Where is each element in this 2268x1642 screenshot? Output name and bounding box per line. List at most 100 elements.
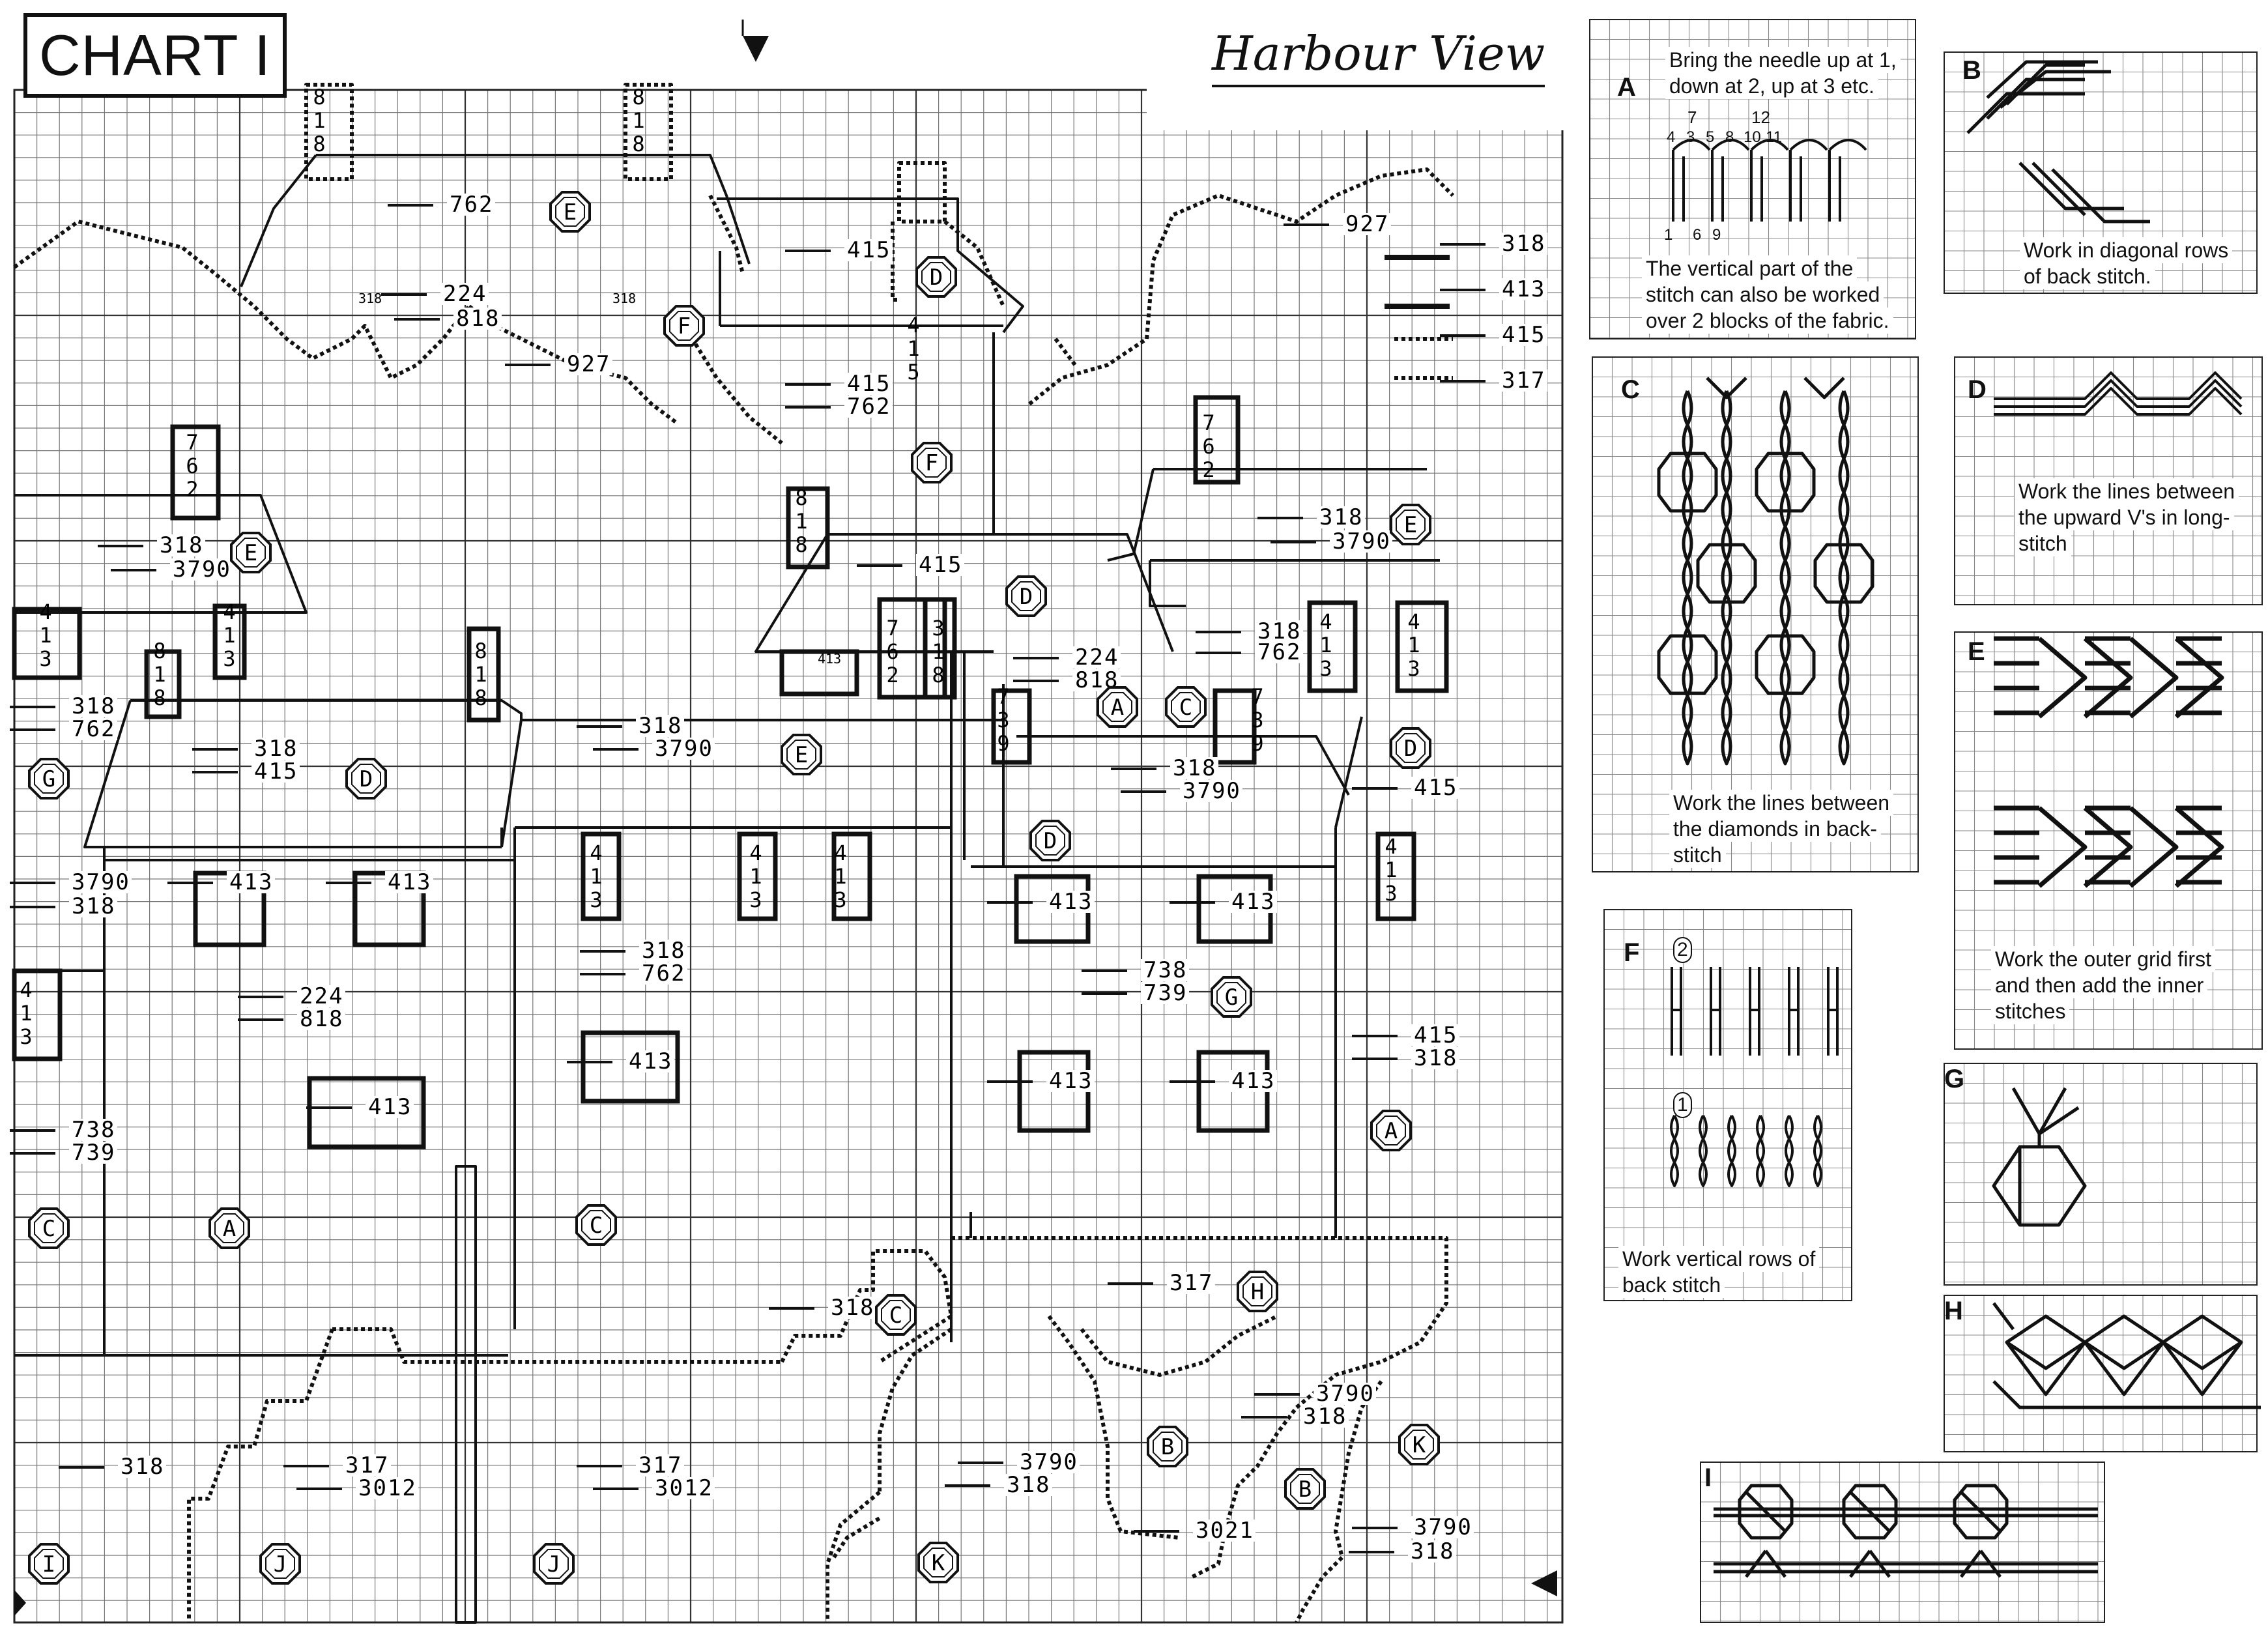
guide-b-note-2: of back stitch.	[2020, 263, 2155, 289]
vertical-colour-code-digit: 4	[1407, 609, 1420, 634]
stitch-marker-letter: E	[564, 199, 577, 225]
vertical-colour-code-digit: 4	[749, 841, 762, 865]
vertical-colour-code-digit: 3	[1319, 656, 1332, 681]
colour-code-text: 224	[443, 281, 487, 307]
stitch-guide-panel	[1944, 1063, 2258, 1286]
window-outline	[923, 597, 957, 700]
colour-code-text: 318	[1319, 504, 1363, 530]
vertical-colour-code-digit: 7	[997, 684, 1009, 709]
colour-code: 413	[227, 869, 275, 895]
window-outline	[1307, 600, 1358, 693]
colour-code: 317	[636, 1452, 684, 1478]
stitch-marker-letter: C	[590, 1213, 603, 1239]
colour-code: 318	[639, 938, 687, 964]
colour-code: 413	[626, 1048, 674, 1074]
stitch-marker: J	[259, 1543, 301, 1585]
colour-code: 318	[69, 893, 117, 919]
colour-code-text: 738	[1143, 957, 1187, 983]
colour-code-text: 3790	[655, 736, 713, 762]
window-outline	[170, 424, 221, 521]
stitch-guide-panel	[1954, 356, 2263, 605]
stitch-marker-letter: F	[678, 313, 691, 339]
colour-code-text: 318	[1303, 1404, 1347, 1430]
vertical-colour-code-digit: 3	[1251, 708, 1263, 732]
stitch-marker: E	[1390, 504, 1431, 545]
colour-code: 415	[1411, 1022, 1459, 1048]
window-outline	[786, 486, 830, 569]
guide-a-num-row-3: 5	[1706, 128, 1715, 146]
guide-f-letter: F	[1624, 938, 1640, 967]
colour-code-text: 415	[1414, 775, 1457, 801]
vertical-colour-code-digit: 3	[590, 887, 602, 912]
colour-code: 3790	[69, 869, 132, 895]
stitch-diagram	[1994, 636, 2224, 888]
colour-code-text: 3790	[1414, 1514, 1472, 1540]
colour-code: 318	[1499, 231, 1547, 257]
colour-code-text: 738	[72, 1117, 115, 1143]
vertical-colour-code-digit: 1	[795, 509, 807, 534]
colour-code-text: 415	[1414, 1022, 1457, 1048]
stitch-marker: H	[1237, 1271, 1278, 1312]
stitch-marker-letter: E	[244, 540, 257, 566]
colour-code: 317	[343, 1452, 391, 1478]
vertical-colour-code-digit: 4	[1385, 834, 1397, 859]
vertical-colour-code-digit: 7	[186, 430, 198, 455]
colour-code-text: 415	[254, 758, 298, 785]
vertical-colour-code-digit: 2	[1202, 457, 1214, 482]
stitch-marker-letter: J	[274, 1551, 287, 1577]
colour-code: 318	[1004, 1472, 1052, 1498]
stitch-diagram	[1966, 60, 2150, 223]
stitch-marker-letter: I	[42, 1551, 55, 1577]
vertical-colour-code-digit: 4	[20, 977, 32, 1002]
colour-code-text: 318	[1502, 231, 1545, 257]
stitch-marker: C	[575, 1204, 617, 1246]
stitch-marker-letter: D	[1044, 828, 1057, 854]
colour-code: 317	[1499, 367, 1547, 394]
colour-code: 762	[844, 394, 893, 420]
vertical-colour-code-digit: 4	[223, 599, 235, 624]
window-outline	[1375, 831, 1416, 921]
colour-code-text: 3790	[72, 869, 130, 895]
colour-code: 818	[1072, 667, 1121, 693]
window-outline	[991, 688, 1032, 765]
colour-code-text: 818	[300, 1006, 343, 1032]
guide-e-note-3: stitches	[1991, 998, 2070, 1024]
guide-a-num-bottom-1: 1	[1664, 226, 1673, 244]
colour-code: 413	[366, 1094, 414, 1120]
vertical-colour-code-digit: 8	[795, 532, 807, 557]
colour-code: 413	[1499, 276, 1547, 302]
stitch-marker-letter: J	[547, 1551, 560, 1577]
colour-code-text: 317	[345, 1452, 389, 1478]
colour-code: 738	[1141, 957, 1189, 983]
colour-code: 415	[251, 758, 300, 785]
colour-code-text: 318	[831, 1295, 874, 1321]
vertical-colour-code-digit: 3	[932, 616, 944, 641]
colour-code: 318	[1300, 1404, 1349, 1430]
stitch-marker-letter: K	[932, 1550, 945, 1576]
vertical-colour-code-digit: 1	[1319, 633, 1332, 657]
colour-code: 3790	[1411, 1514, 1474, 1540]
stitch-marker: A	[208, 1207, 250, 1249]
vertical-colour-code-digit: 6	[1202, 434, 1214, 459]
vertical-colour-code-digit: 1	[1407, 633, 1420, 657]
colour-code: 413	[1229, 889, 1277, 915]
colour-code: 3790	[1330, 528, 1392, 555]
stitch-marker: G	[28, 758, 70, 799]
stitch-guide-panel	[1603, 909, 1852, 1301]
stitch-diagram	[1670, 967, 1839, 1187]
colour-code: 318	[1408, 1538, 1456, 1564]
stitch-marker: I	[28, 1543, 70, 1585]
stitch-marker-letter: D	[930, 265, 943, 291]
vertical-colour-code-digit: 1	[313, 108, 325, 133]
colour-code: 762	[69, 716, 117, 742]
left-arrow-marker-icon	[1531, 1570, 1557, 1596]
colour-code-text: 318	[642, 938, 685, 964]
stitch-marker-letter: A	[223, 1216, 236, 1242]
stitch-marker-letter: E	[795, 742, 808, 768]
vertical-colour-code-digit: 8	[153, 639, 165, 663]
colour-code-text: 318	[121, 1454, 164, 1480]
